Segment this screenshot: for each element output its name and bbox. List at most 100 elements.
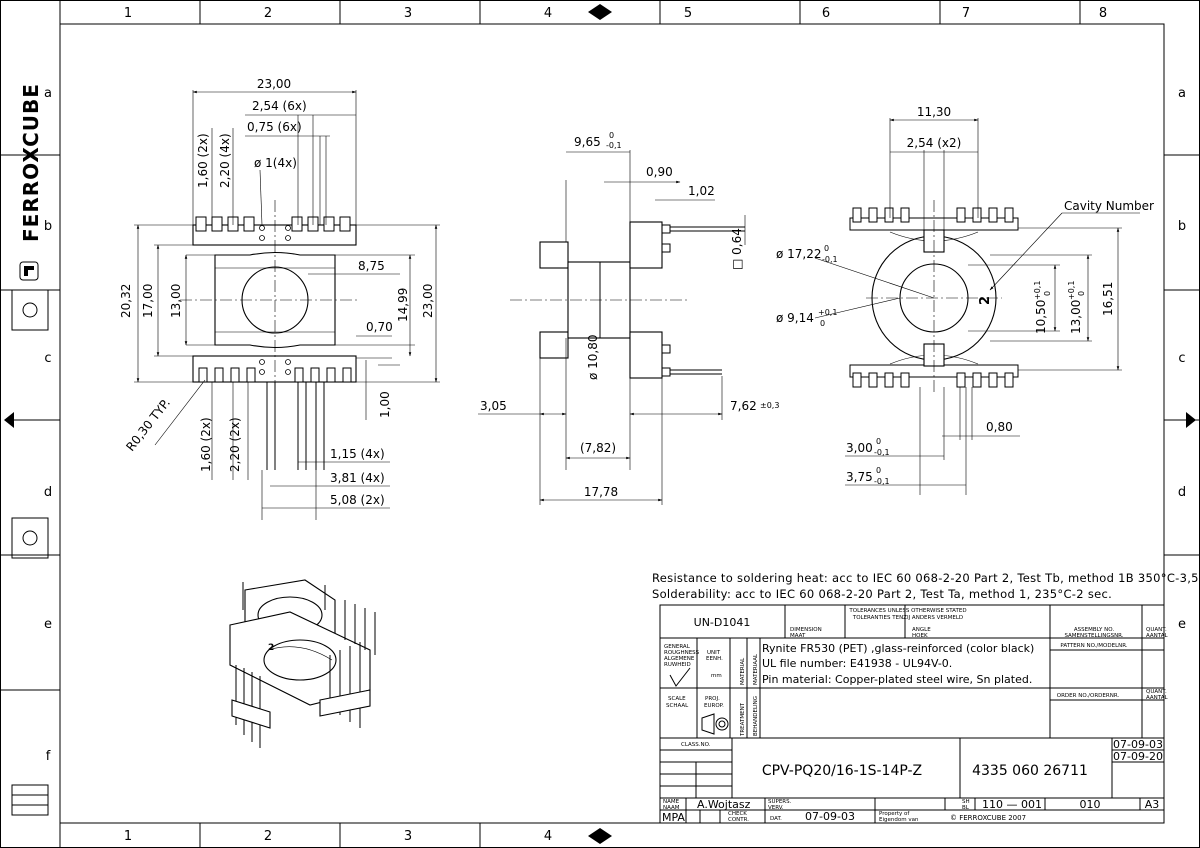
dim-t2: 1,02 [688,184,715,198]
sheet-value: 110 — 001 [982,798,1042,811]
isometric-view: 2 [229,579,376,748]
dim-offset: 3,05 [480,399,507,413]
dim-w1-tol-dn: -0,1 [874,448,890,457]
dim-w2: 3,75 [846,470,873,484]
dim-h2: 13,00 [1069,300,1083,334]
iso-cavity-number: 2 [268,643,274,653]
dim-d-inner-tol-up: +0,1 [818,308,837,317]
europ-label: EUROP. [704,703,724,709]
dim-core: ø 10,80 [586,334,600,380]
center-mark-top [588,4,612,20]
dim-w1: 3,00 [846,441,873,455]
dim-h1-tol-up: +0,1 [1033,281,1042,300]
dim-h-total: 23,00 [421,284,435,318]
rev-value: 010 [1080,798,1101,811]
ferroxcube-logo: FERROXCUBE [19,83,43,281]
col-label: 6 [822,6,830,21]
check-label: CHECK [728,811,747,817]
eigendom-label: Eigendom van [879,817,919,823]
assembly-label: ASSEMBLY NO. [1074,627,1114,633]
dat-value: 07-09-03 [805,810,855,823]
col-label: 3 [404,829,412,844]
proj-label: PROJ. [705,696,720,702]
dim-w2-tol-dn: -0,1 [874,477,890,486]
col-label: 3 [404,6,412,21]
unit-value: mm [711,673,722,679]
top-view: 2 11,30 2,54 (x2) [776,105,1154,495]
dim-pin-len: 1,00 [378,391,392,418]
part-name: CPV-PQ20/16-1S-14P-Z [762,763,922,779]
col-label: 4 [544,829,552,844]
col-label: 2 [264,829,272,844]
dim-pin-sq: □ 0,64 [730,228,744,270]
tolerance-symbol-a [11,289,49,331]
supers-label: SUPERS. [768,799,792,805]
material-line-3: Pin material: Copper-plated steel wire, … [762,673,1032,686]
angle-label-nl: HOEK [912,633,928,639]
copyright: © FERROXCUBE 2007 [950,814,1026,822]
tolerance-line-1: TOLERANCES UNLESS OTHERWISE STATED [848,608,966,614]
logo-text: FERROXCUBE [19,83,43,242]
row-label: f [46,749,51,764]
dim-h-mid: 17,00 [141,284,155,318]
frame-labels: 1 2 3 4 5 6 7 8 1 2 3 4 a b c d e f a b … [44,6,1186,844]
quant-label-2: QUANT. [1146,689,1167,695]
dim-top-pitch: 2,54 (x2) [907,136,962,150]
dim-w2-tol-up: 0 [876,466,881,475]
scale-label: SCALE [668,696,686,702]
material-line-2: UL file number: E41938 - UL94V-0. [762,657,952,670]
dim-d1: 1,15 (4x) [330,447,385,461]
dim-h-outer: 20,32 [119,284,133,318]
front-view: 23,00 2,54 (6x) 0,75 (6x) ø 1(4x) 1,60 (… [119,77,440,520]
dim-h-body: 14,99 [396,288,410,322]
dim-d-outer-tol-up: 0 [824,244,829,253]
col-label: 1 [124,829,132,844]
roughness-symbol [669,667,691,687]
dim-pin-pitch-tol: ±0,3 [760,401,779,410]
note-soldering-heat: Resistance to soldering heat: acc to IEC… [652,571,1200,585]
col-label: 4 [544,6,552,21]
dimension-label-nl: MAAT [790,633,806,639]
dim-radius: R0,30 TYP. [123,396,173,454]
cavity-number-value: 2 [978,296,993,305]
row-label: d [1178,485,1186,500]
row-label: b [1178,219,1186,234]
dim-d-outer: ø 17,22 [776,247,822,261]
dim-flange-tol-up: 0 [609,131,614,140]
side-view: 9,65 0 -0,1 0,90 1,02 □ 0,64 ø 10,80 3,0… [478,131,779,505]
treatment-label: TREATMENT [740,702,746,737]
date-1: 07-09-03 [1113,738,1163,751]
row-label: d [44,485,52,500]
dim-bore: 8,75 [358,259,385,273]
general-label: GENERAL [664,644,691,650]
dat-label: DAT. [770,816,782,822]
center-mark-left [4,412,14,428]
dim-d-inner: ø 9,14 [776,311,814,325]
col-label: 8 [1099,6,1107,21]
roughness-label: ROUGHNESS [664,650,700,656]
dim-hole: ø 1(4x) [254,156,297,170]
row-label: e [44,617,52,632]
dim-length: 17,78 [584,485,618,499]
row-label: e [1178,617,1186,632]
dim-left-top-a: 1,60 (2x) [196,133,210,188]
dim-h1: 10,50 [1034,300,1048,334]
dim-top-width: 11,30 [917,105,951,119]
ruwheid-label: RUWHEID [664,662,691,668]
behandeling-label: BEHANDELING [753,696,759,736]
name-label: NAME [663,799,680,805]
unit-label: UNIT [707,650,721,656]
dim-pin-width: 0,75 (6x) [247,120,302,134]
tolerance-line-2: TOLERANTIES TENZIJ ANDERS VERMELD [852,615,963,621]
quant-label-2-nl: AANTAL [1146,695,1168,701]
dim-width: 23,00 [257,77,291,91]
margin-box [11,784,49,816]
dim-h2-tol-up: +0,1 [1067,281,1076,300]
algemene-label: ALGEMENE [664,656,695,662]
projection-symbol [701,713,729,735]
col-label: 2 [264,6,272,21]
dim-pin-pitch: 7,62 [730,399,757,413]
property-label: Property of [879,811,910,817]
dim-w1-tol-up: 0 [876,437,881,446]
